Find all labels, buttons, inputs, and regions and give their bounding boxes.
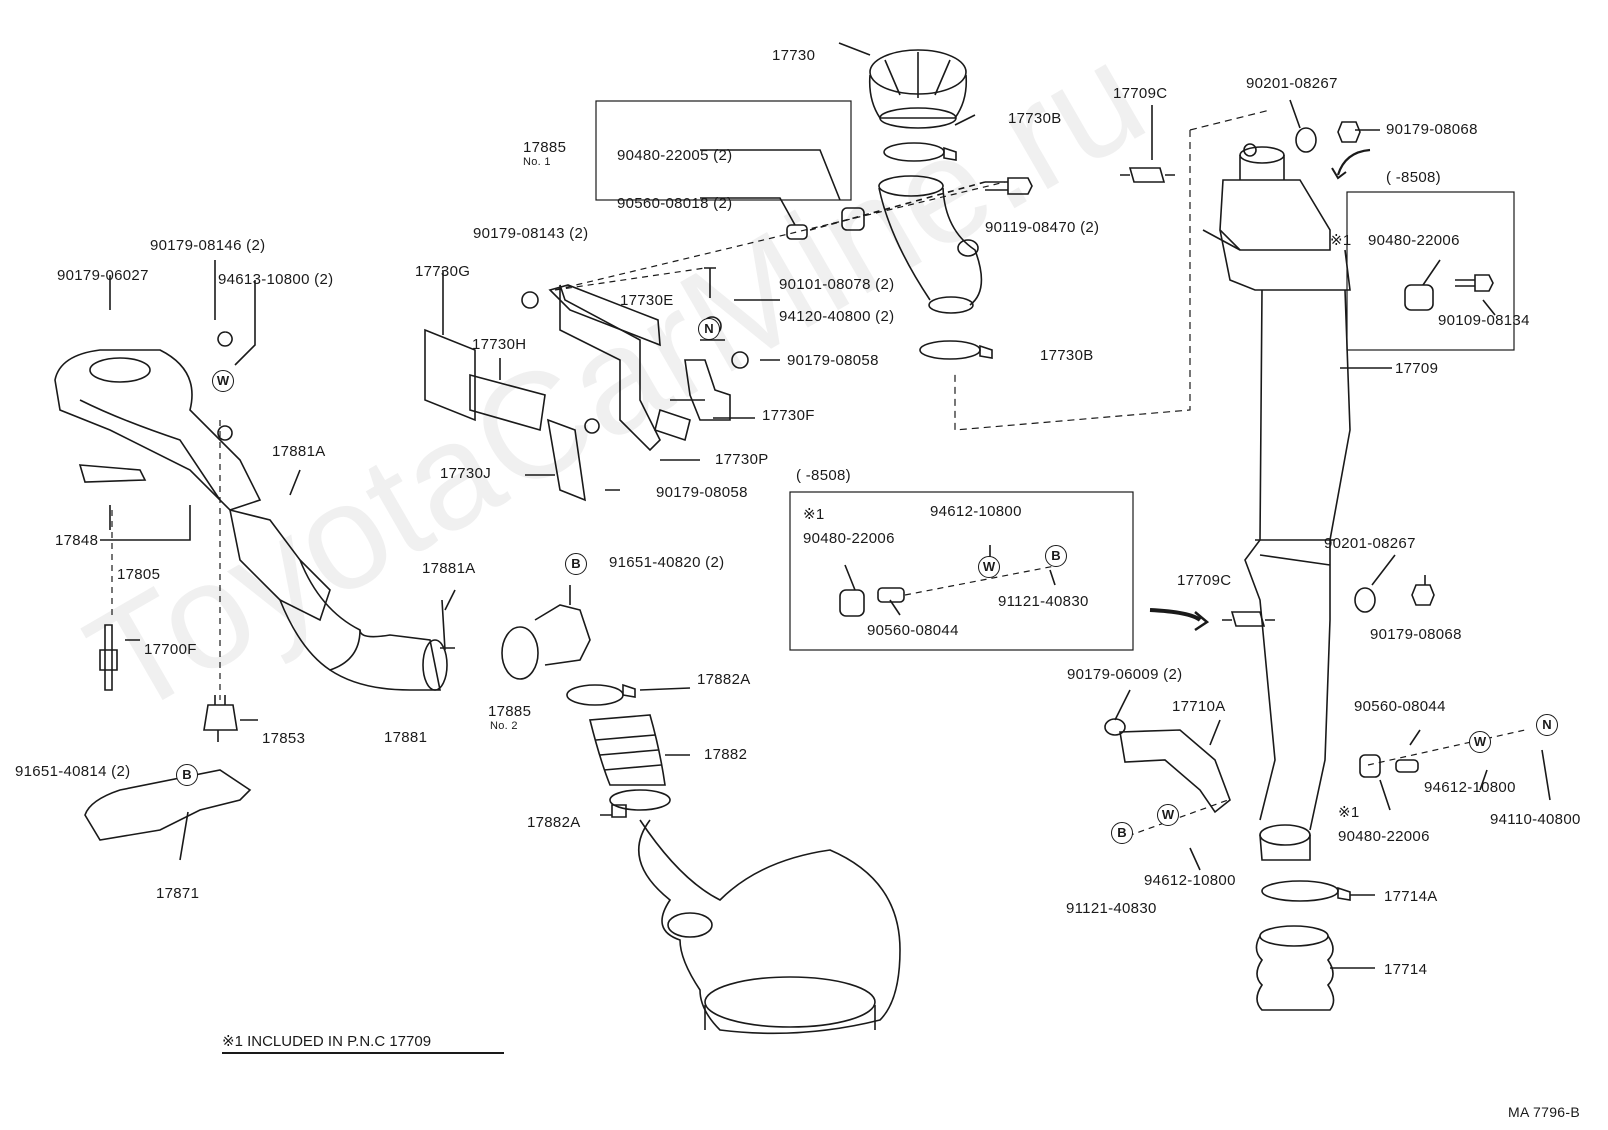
label-17730P: 17730P xyxy=(715,451,769,468)
label-90480-22006-box-right: 90480-22006 xyxy=(1368,232,1460,249)
label-90179-06009: 90179-06009 (2) xyxy=(1067,666,1183,683)
label-17885-no1: No. 1 xyxy=(523,156,551,168)
label-90480-22006-box-mid: 90480-22006 xyxy=(803,530,895,547)
label-17730: 17730 xyxy=(772,47,816,64)
label-90179-08068-mid: 90179-08068 xyxy=(1370,626,1462,643)
label-94120-40800: 94120-40800 (2) xyxy=(779,308,895,325)
label-17885-no2: No. 2 xyxy=(490,720,518,732)
label-17709C-top: 17709C xyxy=(1113,85,1168,102)
label-90179-08058-a: 90179-08058 xyxy=(787,352,879,369)
label-90560-08044-right: 90560-08044 xyxy=(1354,698,1446,715)
label-90480-22005: 90480-22005 (2) xyxy=(617,147,733,164)
label-94612-10800-right: 94612-10800 xyxy=(1424,779,1516,796)
label-17709C-mid: 17709C xyxy=(1177,572,1232,589)
ref-mark-right: ※1 xyxy=(1330,232,1352,249)
label-91651-40814: 91651-40814 (2) xyxy=(15,763,131,780)
main-duct-17709 xyxy=(1202,143,1351,861)
label-8508-right: ( -8508) xyxy=(1386,169,1441,186)
label-17730B-top: 17730B xyxy=(1008,110,1062,127)
label-17885: 17885 xyxy=(523,139,567,156)
label-90480-22006-right: 90480-22006 xyxy=(1338,828,1430,845)
label-8508-mid: ( -8508) xyxy=(796,467,851,484)
label-90179-08068-top: 90179-08068 xyxy=(1386,121,1478,138)
label-17730J: 17730J xyxy=(440,465,492,482)
diagram-code: MA 7796-B xyxy=(1508,1104,1580,1120)
label-90179-08146: 90179-08146 (2) xyxy=(150,237,266,254)
footnote-underline xyxy=(222,1052,504,1054)
label-90109-08134: 90109-08134 xyxy=(1438,312,1530,329)
air-cap-17730 xyxy=(868,49,968,129)
label-17730H: 17730H xyxy=(472,336,527,353)
symbol-N-94110: N xyxy=(1536,714,1558,736)
label-17805: 17805 xyxy=(117,566,161,583)
label-17871: 17871 xyxy=(156,885,200,902)
label-17700F: 17700F xyxy=(144,641,197,658)
label-90560-08044-box: 90560-08044 xyxy=(867,622,959,639)
label-94612-10800-bottom: 94612-10800 xyxy=(1144,872,1236,889)
symbol-B-91121-40830: B xyxy=(1111,822,1133,844)
label-17848: 17848 xyxy=(55,532,99,549)
label-94613-10800: 94613-10800 (2) xyxy=(218,271,334,288)
label-90119-08470: 90119-08470 (2) xyxy=(985,219,1100,236)
label-90560-08018: 90560-08018 (2) xyxy=(617,195,733,212)
label-17882A-b: 17882A xyxy=(527,814,581,831)
ref-mark-mid: ※1 xyxy=(803,506,825,523)
label-17714A: 17714A xyxy=(1384,888,1438,905)
label-90201-08267-top: 90201-08267 xyxy=(1246,75,1338,92)
label-17730B-bottom: 17730B xyxy=(1040,347,1094,364)
symbol-W-94612-right: W xyxy=(1469,731,1491,753)
label-17882: 17882 xyxy=(704,746,748,763)
symbol-W-box: W xyxy=(978,556,1000,578)
symbol-W-94613: W xyxy=(212,370,234,392)
label-17709: 17709 xyxy=(1395,360,1439,377)
label-90201-08267-mid: 90201-08267 xyxy=(1324,535,1416,552)
label-90179-08143: 90179-08143 (2) xyxy=(473,225,589,242)
symbol-B-box: B xyxy=(1045,545,1067,567)
label-17881A-a: 17881A xyxy=(272,443,326,460)
label-17882A-a: 17882A xyxy=(697,671,751,688)
label-91121-40830-box: 91121-40830 xyxy=(998,593,1089,610)
label-17730G: 17730G xyxy=(415,263,471,280)
label-17710A: 17710A xyxy=(1172,698,1226,715)
ref-mark-bottom: ※1 xyxy=(1338,804,1360,821)
label-94110-40800: 94110-40800 xyxy=(1490,811,1581,828)
label-17853: 17853 xyxy=(262,730,306,747)
symbol-N-94120: N xyxy=(698,318,720,340)
label-17714: 17714 xyxy=(1384,961,1428,978)
footnote: ※1 INCLUDED IN P.N.C 17709 xyxy=(222,1033,432,1050)
label-17881: 17881 xyxy=(384,729,428,746)
symbol-W-94612-bottom: W xyxy=(1157,804,1179,826)
symbol-B-91651-40814: B xyxy=(176,764,198,786)
air-duct-assembly-17805 xyxy=(54,349,448,691)
label-91121-40830-bottom: 91121-40830 xyxy=(1066,900,1157,917)
label-17730F: 17730F xyxy=(762,407,815,424)
label-17881A-b: 17881A xyxy=(422,560,476,577)
label-90101-08078: 90101-08078 (2) xyxy=(779,276,895,293)
label-17885-b: 17885 xyxy=(488,703,532,720)
label-17730E: 17730E xyxy=(620,292,674,309)
elbow-duct xyxy=(878,175,983,314)
label-91651-40820: 91651-40820 (2) xyxy=(609,554,725,571)
label-90179-06027: 90179-06027 xyxy=(57,267,149,284)
label-94612-10800-box: 94612-10800 xyxy=(930,503,1022,520)
label-90179-08058-b: 90179-08058 xyxy=(656,484,748,501)
symbol-B-91651-40820: B xyxy=(565,553,587,575)
